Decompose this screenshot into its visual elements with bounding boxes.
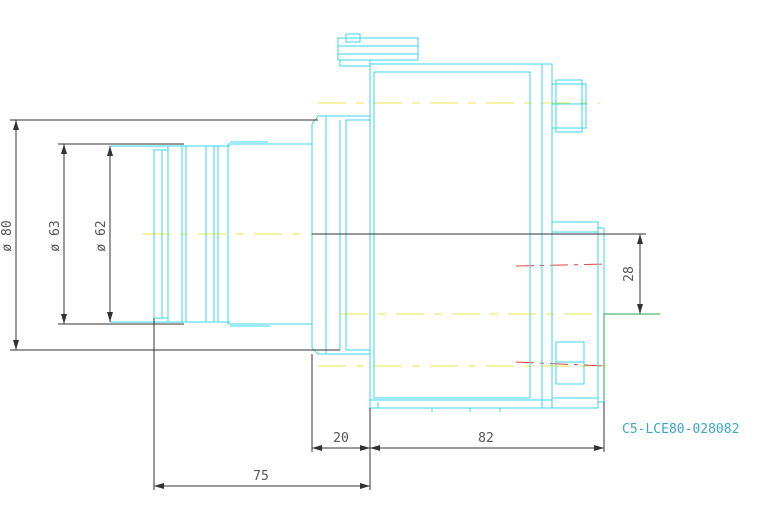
right-flange xyxy=(551,221,599,409)
label-offset-28: 28 xyxy=(622,266,637,282)
label-len-75: 75 xyxy=(253,469,269,484)
bolt-upper xyxy=(551,83,587,129)
top-clamp xyxy=(337,37,419,61)
part-number-label: C5-LCE80-028082 xyxy=(622,422,739,437)
centerline-red-upper xyxy=(515,263,606,267)
dimension-lines xyxy=(10,119,660,490)
nose-flange xyxy=(311,115,370,355)
bolt-lower xyxy=(555,341,585,385)
label-len-20: 20 xyxy=(333,431,349,446)
dimension-labels: ø 80 ø 63 ø 62 28 20 82 75 xyxy=(0,220,637,484)
top-clamp-boss xyxy=(345,33,361,43)
label-len-82: 82 xyxy=(478,431,494,446)
centerlines xyxy=(142,102,606,367)
centerline-red-lower xyxy=(515,361,606,367)
part-outline xyxy=(110,33,605,412)
label-dia-80: ø 80 xyxy=(0,220,15,251)
reference-line xyxy=(603,313,660,402)
housing-body xyxy=(369,63,553,409)
housing-inner xyxy=(373,71,531,399)
spindle-nose xyxy=(153,149,169,319)
label-dia-63: ø 63 xyxy=(48,220,63,251)
label-dia-62: ø 62 xyxy=(94,220,109,251)
